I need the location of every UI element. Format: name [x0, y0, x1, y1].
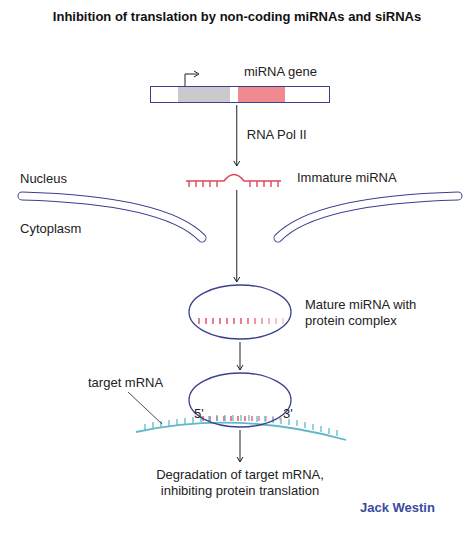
ellipse-shape [189, 285, 291, 339]
node-label: Mature miRNA with protein complex [305, 297, 427, 329]
immature-mirna: Immature miRNA [185, 168, 282, 188]
node-label: Immature miRNA [297, 170, 447, 186]
compartment-label: Cytoplasm [20, 221, 120, 237]
edge-label: RNA Pol II [247, 127, 357, 143]
node-label: miRNA gene [244, 64, 364, 80]
node-label: 5' [194, 406, 214, 422]
gene-bar: miRNA gene [150, 86, 330, 103]
node-label: 3' [283, 406, 303, 422]
silencing-complex: 5'3' [188, 372, 292, 428]
diagram-title: Inhibition of translation by non-coding … [0, 9, 474, 25]
protein-complex: Mature miRNA with protein complex [188, 284, 292, 340]
callout-label: target mRNA [88, 375, 188, 391]
compartment-label: Nucleus [20, 171, 120, 187]
hairpin-bases [189, 181, 278, 187]
mirna-bases [199, 318, 283, 324]
promoter-arrowhead [194, 71, 199, 77]
ellipse-outline [188, 284, 292, 340]
result-text: Degradation of target mRNA, inhibiting p… [140, 467, 340, 499]
flow-arrow [240, 342, 241, 370]
watermark: Jack Westin [360, 500, 470, 516]
gene-segment [178, 87, 230, 102]
hairpin-rna [186, 175, 281, 182]
gene-segment [238, 87, 285, 102]
ellipse-shape [189, 373, 291, 427]
nuclear-envelope [278, 196, 458, 238]
mrna-bases [145, 415, 337, 436]
flow-arrow [236, 190, 237, 282]
flow-arrow [236, 105, 237, 166]
flow-arrow [240, 430, 241, 462]
leader-line [128, 392, 162, 424]
nuclear-envelope [278, 196, 458, 238]
target-mrna-strand [136, 423, 346, 440]
